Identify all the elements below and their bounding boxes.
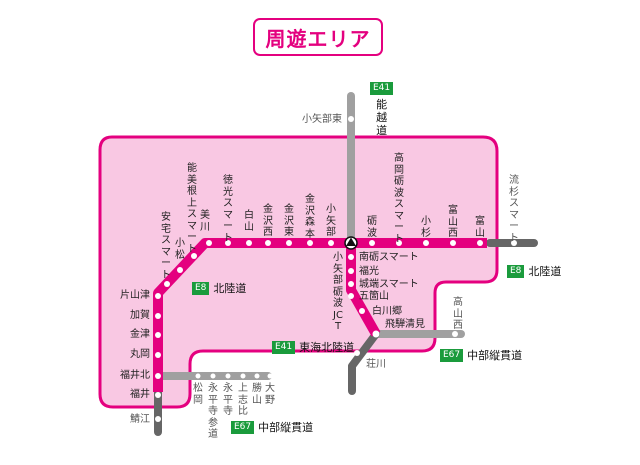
station-label: 白山	[244, 210, 254, 233]
road-e67-chubu-south: E67 中部縦貫道	[231, 419, 313, 435]
station-label: 上志比	[238, 383, 248, 417]
station-label: 勝山	[252, 383, 262, 406]
station-label: 片山津	[120, 290, 150, 301]
station-label: 金沢東	[284, 204, 294, 238]
station-label: 永平寺	[223, 383, 233, 417]
station-label: 小杉	[421, 216, 431, 239]
excursion-area	[98, 135, 499, 409]
station-label: 美川	[200, 210, 210, 233]
station-label: 高岡砺波スマート	[394, 153, 404, 245]
road-e8-hokuriku-west: E8 北陸道	[192, 280, 246, 296]
station-label: 能美根上スマート	[187, 163, 197, 255]
station-label: 金津	[130, 329, 150, 340]
road-e41-tokai-hokuriku: E41 東海北陸道	[272, 339, 354, 355]
station-label: 荘川	[366, 359, 386, 370]
station-label: 永平寺参道	[208, 383, 218, 440]
station-label: 安宅スマート	[161, 212, 171, 281]
station-label: 丸岡	[130, 349, 150, 360]
station-label: 加賀	[130, 310, 150, 321]
station-label: 福井	[130, 389, 150, 400]
station-label: 五箇山	[359, 291, 389, 302]
station-label: 小松	[175, 238, 185, 261]
station-label: 大野	[265, 383, 275, 406]
station-label: 城端スマート	[359, 279, 419, 290]
area-title: 周遊エリア	[253, 18, 383, 56]
station-label: 金沢森本	[305, 194, 315, 240]
station-label: 流杉スマート	[509, 175, 519, 244]
road-e8-hokuriku-east: E8 北陸道	[507, 263, 561, 279]
station-label: 福光	[359, 266, 379, 277]
station-label: 鯖江	[130, 414, 150, 425]
station-label: 富山	[475, 216, 485, 239]
station-label: 富山西	[448, 205, 458, 239]
tokai-hokuriku-south-line	[348, 330, 380, 395]
station-label: 小矢部砺波JCT	[333, 252, 343, 332]
station-label: 砺波	[367, 216, 377, 239]
road-e41-noetsu: E41 能越道	[370, 82, 394, 137]
station-label: 松岡	[193, 383, 203, 406]
station-label: 小矢部	[326, 204, 336, 238]
station-label: 金沢西	[263, 204, 273, 238]
station-label: 福井北	[120, 370, 150, 381]
station-label: 高山西	[453, 297, 463, 331]
station-label: 白川郷	[372, 306, 402, 317]
station-label: 徳光スマート	[223, 175, 233, 244]
road-e67-chubu-east: E67 中部縦貫道	[440, 347, 522, 363]
station-dots	[155, 116, 517, 422]
station-label: 飛騨清見	[385, 319, 425, 330]
station-label: 南砺スマート	[359, 252, 419, 263]
station-label: 小矢部東	[302, 114, 342, 125]
